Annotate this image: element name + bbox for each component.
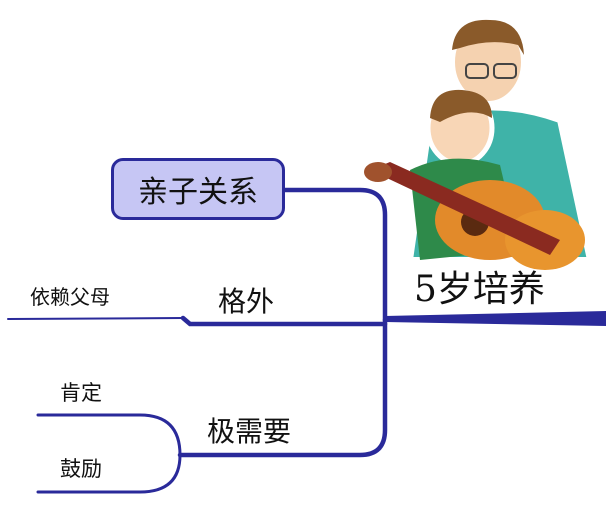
branch-node-qinzi[interactable]: 亲子关系 [111, 158, 285, 220]
branch-label: 亲子关系 [138, 175, 258, 210]
central-topic[interactable]: 5岁培养 [414, 269, 545, 310]
branch-line-jixuyao [177, 317, 388, 458]
illustration [364, 17, 594, 270]
leaf-node-kending[interactable]: 肯定 [60, 381, 102, 405]
branch-line-gewai [180, 315, 388, 327]
leaf-node-yilai[interactable]: 依赖父母 [30, 285, 110, 309]
leaf-line-kending [36, 413, 182, 457]
branch-node-jixuyao[interactable]: 极需要 [207, 415, 292, 448]
leaf-line-yilai [7, 317, 184, 320]
central-line [385, 311, 606, 326]
branch-node-gewai[interactable]: 格外 [218, 285, 275, 318]
leaf-node-guli[interactable]: 鼓励 [60, 457, 102, 481]
leaf-line-guli [36, 453, 182, 494]
branch-line-qinzi [279, 187, 388, 323]
